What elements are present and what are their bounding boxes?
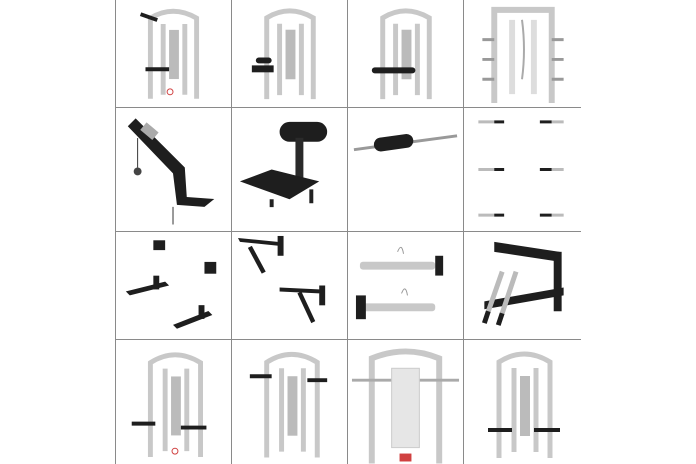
tile-machine-with-spotter-arms[interactable]: [115, 340, 232, 464]
machine-with-leg-attachment-image: [251, 8, 316, 100]
product-image-grid: [115, 0, 581, 464]
machine-with-roller-bar-image: [371, 8, 432, 100]
machine-front-with-pegs-image: [482, 6, 564, 104]
tile-dip-attachment[interactable]: [232, 232, 348, 340]
machine-with-lat-arm-image: [139, 8, 200, 99]
machine-front-with-bench-image: [351, 348, 460, 464]
tile-machine-with-lat-arm[interactable]: [115, 0, 232, 108]
tile-leg-developer-seat[interactable]: [232, 108, 348, 232]
tile-landmine-attachment[interactable]: [464, 232, 581, 340]
roller-pad-bar-image: [353, 133, 458, 152]
spotter-arms-set-image: [125, 240, 217, 329]
machine-with-spotter-arms-image: [131, 352, 207, 458]
olympic-bars-image: [355, 246, 444, 320]
tile-machine-with-roller-bar[interactable]: [348, 0, 464, 108]
machine-with-dip-bars-image: [249, 351, 328, 458]
dip-attachment-image: [237, 235, 326, 324]
tile-machine-front-with-pegs[interactable]: [464, 0, 581, 108]
tile-machine-with-arms-low[interactable]: [464, 340, 581, 464]
tile-weight-storage-pegs[interactable]: [464, 108, 581, 232]
tile-spotter-arms-set[interactable]: [115, 232, 232, 340]
weight-storage-pegs-image: [478, 120, 564, 217]
tile-machine-front-with-bench[interactable]: [348, 340, 464, 464]
machine-with-arms-low-image: [488, 351, 560, 458]
tile-machine-with-leg-attachment[interactable]: [232, 0, 348, 108]
tile-machine-with-dip-bars[interactable]: [232, 340, 348, 464]
landmine-attachment-image: [482, 241, 564, 326]
tile-roller-pad-bar[interactable]: [348, 108, 464, 232]
tile-lat-pulldown-arm[interactable]: [115, 108, 232, 232]
tile-olympic-bars[interactable]: [348, 232, 464, 340]
lat-pulldown-arm-image: [127, 118, 215, 225]
leg-developer-seat-image: [239, 121, 328, 208]
